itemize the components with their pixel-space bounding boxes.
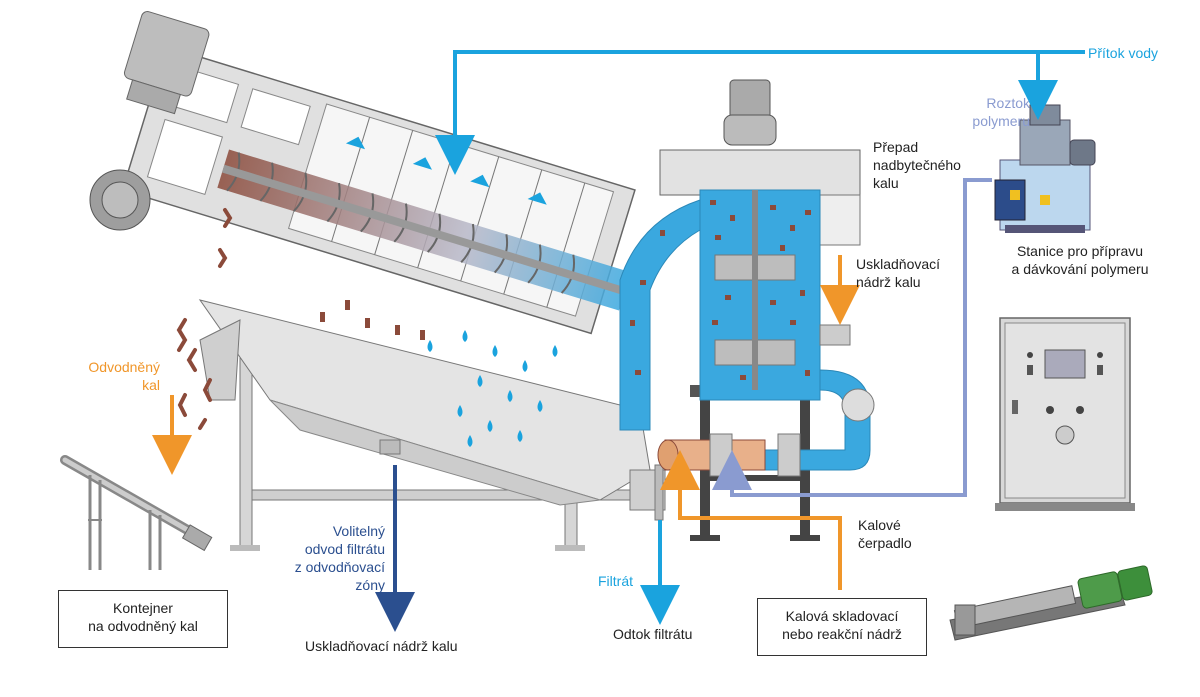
overflow-label: Přepad nadbytečného kalu (873, 138, 961, 192)
polymer-station-line1: Stanice pro přípravu (1016, 243, 1144, 259)
overflow-line1: Přepad (873, 139, 919, 155)
storage-tank-bottom-label: Uskladňovací nádrž kalu (305, 638, 458, 654)
dewatered-sludge-line1: Odvodněný (88, 359, 160, 375)
progressive-cavity-pump-icon (949, 565, 1153, 641)
container-label-box: Kontejner na odvodněný kal (58, 590, 228, 648)
screw-press-machine-icon (89, 11, 666, 551)
storage-tank-right-label: Uskladňovací nádrž kalu (856, 255, 940, 291)
sludge-pump-line1: Kalové (858, 517, 901, 533)
filtrate-label: Filtrát (598, 573, 633, 589)
polymer-solution-label: Roztok polymeru (950, 94, 1030, 130)
water-inflow-line (435, 50, 1085, 175)
polymer-solution-line2: polymeru (972, 113, 1030, 129)
sludge-storage-line1: Kalová skladovací (785, 608, 899, 624)
polymer-station-label: Stanice pro přípravu a dávkování polymer… (995, 242, 1165, 278)
sludge-storage-label-box: Kalová skladovací nebo reakční nádrž (757, 598, 927, 656)
screw-conveyor-icon (60, 455, 213, 570)
storage-tank-right-line2: nádrž kalu (856, 274, 921, 290)
optional-filtrate-line4: zóny (355, 577, 385, 593)
dewatered-sludge-label: Odvodněný kal (60, 358, 160, 394)
filtrate-outflow-label: Odtok filtrátu (613, 626, 693, 642)
sludge-pump-line2: čerpadlo (858, 535, 912, 551)
overflow-line3: kalu (873, 175, 899, 191)
sludge-pump-label: Kalové čerpadlo (858, 516, 912, 552)
storage-tank-right-line1: Uskladňovací (856, 256, 941, 272)
optional-filtrate-line2: odvod filtrátu (304, 541, 385, 557)
sludge-feed-line (660, 450, 842, 590)
optional-filtrate-label: Volitelný odvod filtrátu z odvodňovací z… (270, 522, 385, 594)
sludge-storage-line2: nebo reakční nádrž (782, 626, 902, 642)
polymer-dosing-station-icon (994, 104, 1096, 233)
overflow-line2: nadbytečného (873, 157, 961, 173)
polymer-solution-line1: Roztok (986, 95, 1030, 111)
control-cabinet-icon (995, 317, 1135, 511)
container-line2: na odvodněný kal (88, 618, 198, 634)
container-line1: Kontejner (113, 600, 173, 616)
dewatered-sludge-line2: kal (142, 377, 160, 393)
polymer-line (712, 178, 992, 497)
inflow-water-label: Přítok vody (1088, 45, 1159, 61)
optional-filtrate-line3: z odvodňovací (294, 559, 385, 575)
optional-filtrate-line1: Volitelný (332, 523, 385, 539)
polymer-station-line2: a dávkování polymeru (1011, 261, 1149, 277)
